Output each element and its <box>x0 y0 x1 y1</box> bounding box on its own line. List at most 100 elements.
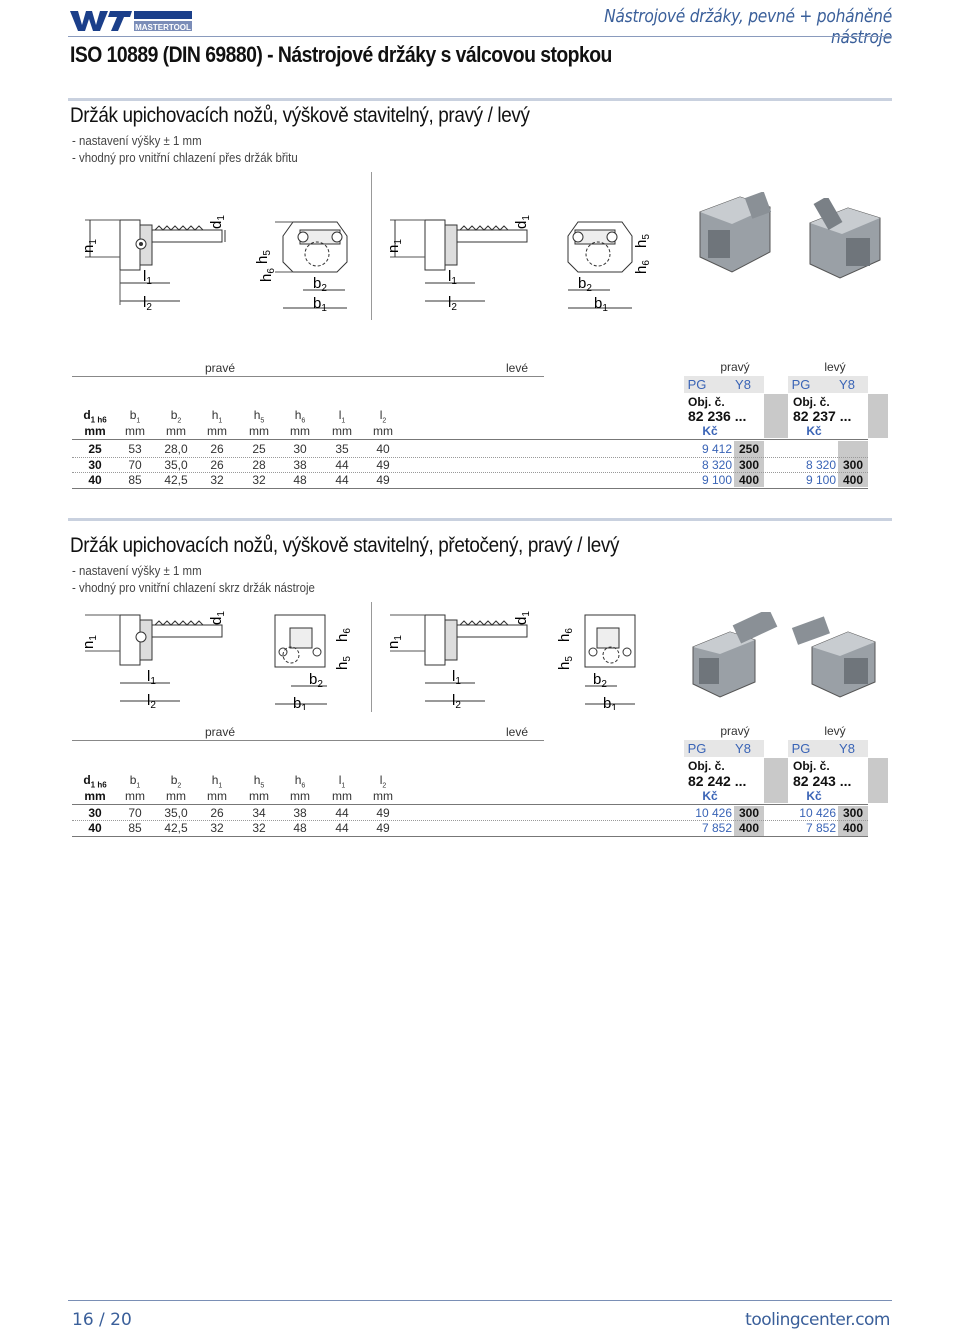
svg-text:l2: l2 <box>448 294 457 313</box>
label-left: levé <box>505 361 528 375</box>
col-header: h6 <box>294 773 306 790</box>
side-label: pravý <box>720 360 750 374</box>
side-label: levý <box>824 724 846 738</box>
product-photo2-right <box>685 608 780 707</box>
svg-text:b1: b1 <box>313 295 327 314</box>
section-divider <box>68 518 892 521</box>
unit: mm <box>207 424 227 438</box>
unit: mm <box>290 424 310 438</box>
svg-text:h5: h5 <box>255 250 273 264</box>
svg-text:d1: d1 <box>513 611 532 625</box>
unit: mm <box>84 424 106 438</box>
page-title: ISO 10889 (DIN 69880) - Nástrojové držák… <box>70 42 612 67</box>
unit: mm <box>332 789 352 803</box>
pg-label: PG <box>687 377 707 392</box>
order-number: 82 242 ... <box>688 773 747 789</box>
svg-text:l2: l2 <box>452 692 461 710</box>
unit: mm <box>249 424 269 438</box>
category-title: Nástrojové držáky, pevné + poháněné nást… <box>604 6 892 48</box>
unit: mm <box>290 789 310 803</box>
svg-text:l2: l2 <box>143 294 152 313</box>
col-header: b1 <box>129 408 141 425</box>
svg-text:b2: b2 <box>313 275 327 294</box>
unit: mm <box>125 424 145 438</box>
currency: Kč <box>806 424 822 438</box>
svg-text:h6: h6 <box>556 628 575 642</box>
svg-text:h1: h1 <box>85 635 99 649</box>
svg-text:h1: h1 <box>390 635 404 649</box>
unit: mm <box>373 424 393 438</box>
footer-divider <box>68 1300 892 1301</box>
col-header: h1 <box>211 408 223 425</box>
technical-drawing-right-side: h1 d1 l1 l2 <box>80 205 235 320</box>
section2-bullet: - vhodný pro vnitřní chlazení skrz držák… <box>72 580 315 595</box>
technical-drawing2-right-side: h1 d1 l1 l2 <box>80 605 235 715</box>
technical-drawing-left-side: h1 d1 l1 l2 <box>385 205 540 320</box>
currency: Kč <box>702 789 718 803</box>
currency: Kč <box>702 424 718 438</box>
pg-label: PG <box>791 377 811 392</box>
technical-drawing2-left-front: h6 h5 b2 b1 <box>555 610 655 715</box>
unit: mm <box>249 789 269 803</box>
svg-text:h6: h6 <box>633 260 652 274</box>
svg-text:l1: l1 <box>448 268 457 287</box>
col-header: h5 <box>253 408 265 425</box>
col-header: b2 <box>170 773 182 790</box>
svg-text:h5: h5 <box>633 234 652 248</box>
unit: mm <box>166 424 186 438</box>
y8-label: Y8 <box>735 377 751 392</box>
unit: mm <box>125 789 145 803</box>
y8-label: Y8 <box>735 741 751 756</box>
section1-bullet: - vhodný pro vnitřní chlazení přes držák… <box>72 150 298 165</box>
product-photo-left <box>800 196 890 298</box>
technical-drawing2-right-front: h6 h5 b2 b1 <box>265 610 365 715</box>
unit: mm <box>332 424 352 438</box>
svg-text:b1: b1 <box>594 295 608 314</box>
table-rule <box>72 439 868 440</box>
label-left: levé <box>505 725 528 739</box>
technical-drawing2-left-side: h1 d1 l1 l2 <box>385 605 540 715</box>
page-number: 16 / 20 <box>72 1310 132 1330</box>
order-number: 82 237 ... <box>793 408 852 424</box>
table-rule <box>72 376 544 377</box>
svg-text:b2: b2 <box>578 275 592 294</box>
technical-drawing-right-front: h5 h6 b2 b1 <box>254 212 370 322</box>
unit: mm <box>373 789 393 803</box>
svg-text:l1: l1 <box>147 668 156 687</box>
svg-text:h1: h1 <box>390 239 404 253</box>
product-photo2-left <box>790 612 885 707</box>
unit: mm <box>166 789 186 803</box>
col-header: h1 <box>211 773 223 790</box>
col-header: b1 <box>129 773 141 790</box>
svg-text:b2: b2 <box>593 671 607 690</box>
svg-text:d1: d1 <box>208 611 227 625</box>
drawing-separator <box>371 602 372 712</box>
pg-label: PG <box>687 741 707 756</box>
svg-text:b2: b2 <box>309 671 323 690</box>
company-logo: MASTERTOOL <box>68 5 194 35</box>
svg-text:l2: l2 <box>147 692 156 710</box>
label-right: pravé <box>204 361 236 375</box>
header-divider <box>68 36 892 37</box>
drawing-separator <box>371 172 372 320</box>
technical-drawing-left-front: h5 h6 b2 b1 <box>560 212 660 322</box>
svg-text:d1: d1 <box>513 215 532 229</box>
y8-label: Y8 <box>839 741 855 756</box>
section1-bullet: - nastavení výšky ± 1 mm <box>72 133 202 148</box>
order-number: 82 236 ... <box>688 408 747 424</box>
obj-label: Obj. č. <box>688 395 725 409</box>
obj-label: Obj. č. <box>688 759 725 773</box>
section1-title: Držák upichovacích nožů, výškově stavite… <box>70 104 530 127</box>
obj-label: Obj. č. <box>793 759 830 773</box>
unit: mm <box>84 789 106 803</box>
col-header: d1 h6 <box>83 773 107 790</box>
website-link[interactable]: toolingcenter.com <box>745 1310 890 1330</box>
col-header: h6 <box>294 408 306 425</box>
svg-text:h6: h6 <box>258 268 277 282</box>
y8-label: Y8 <box>839 377 855 392</box>
section-divider <box>68 98 892 101</box>
obj-label: Obj. č. <box>793 395 830 409</box>
logo-text: MASTERTOOL <box>135 23 191 32</box>
col-header: l2 <box>379 773 387 790</box>
col-header: l2 <box>379 408 387 425</box>
